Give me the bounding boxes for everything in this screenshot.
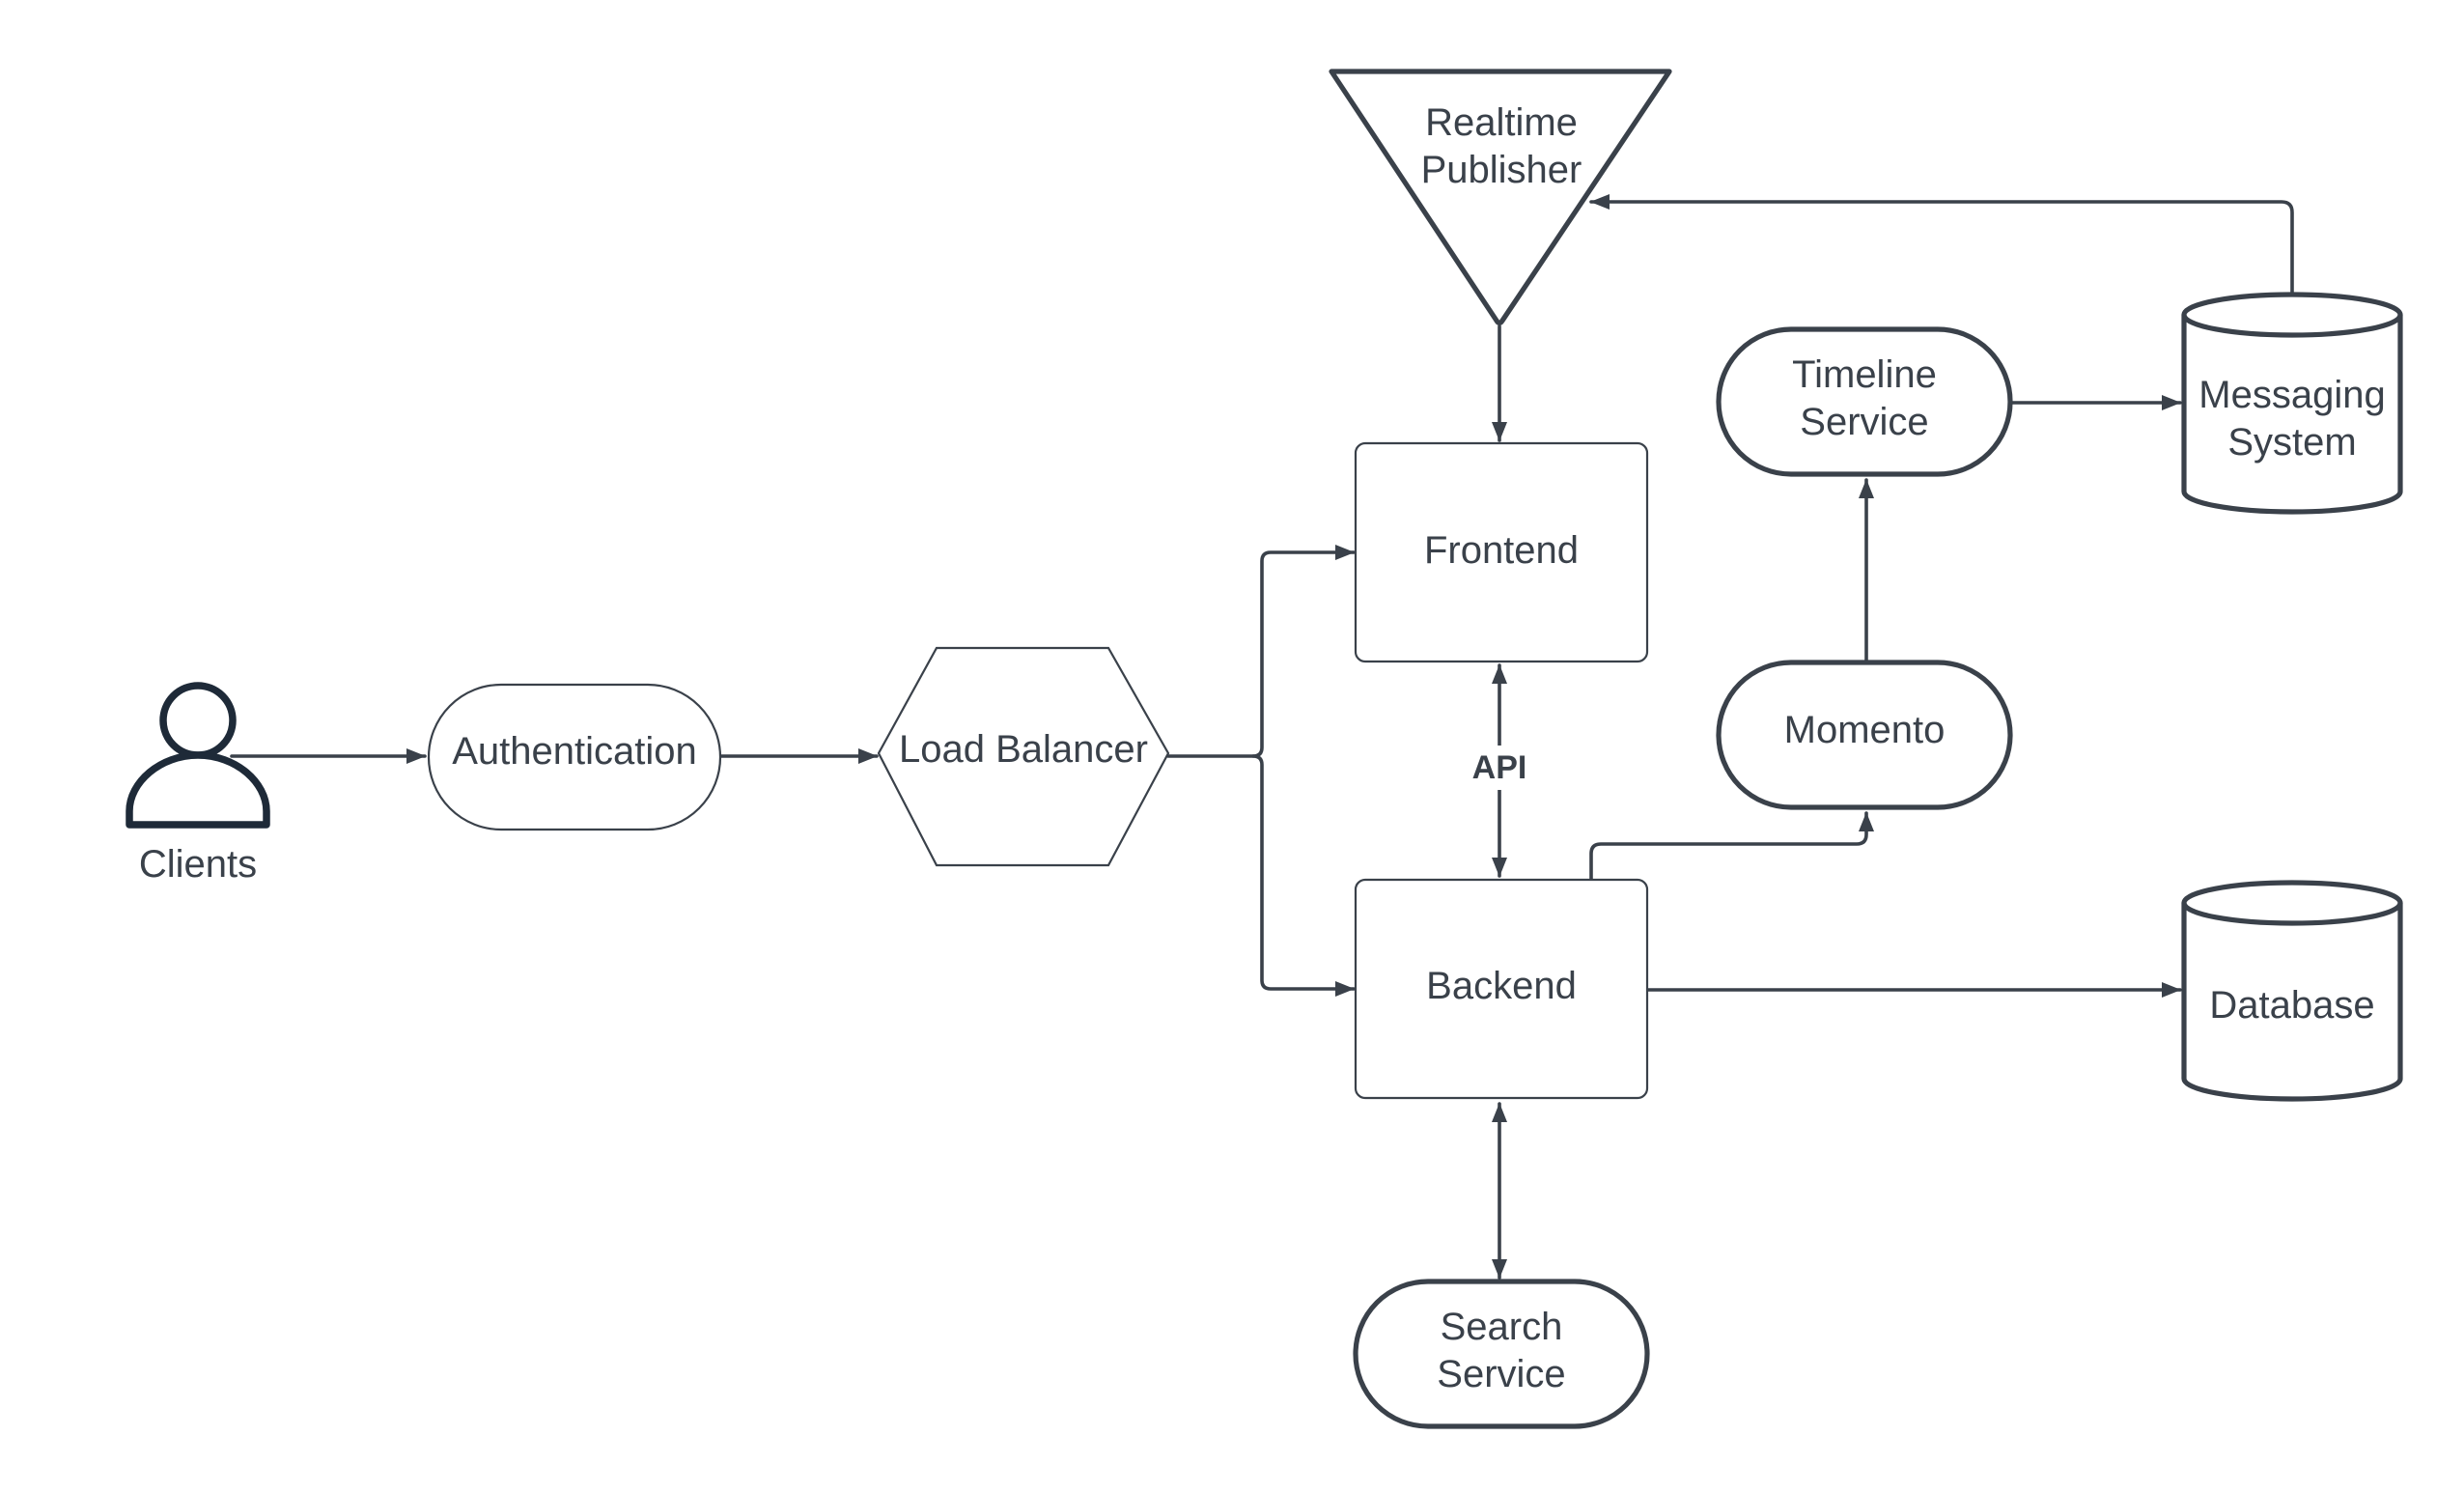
authentication-label: Authentication <box>452 730 697 773</box>
timeline-service-shape <box>1716 326 2013 477</box>
search-service-label-line1: Search <box>1441 1306 1563 1348</box>
database-rim <box>2181 900 2403 926</box>
node-authentication[interactable]: Authentication <box>427 683 722 831</box>
node-clients[interactable]: Clients <box>126 682 270 886</box>
api-edge-label: API <box>1472 749 1527 786</box>
authentication-shape <box>427 683 722 831</box>
database-label: Database <box>2209 984 2374 1027</box>
edges: API <box>230 194 2294 1280</box>
api-label-backdrop <box>1466 746 1533 790</box>
momento-shape <box>1716 660 2013 810</box>
node-search-service[interactable]: Search Service <box>1353 1279 1650 1429</box>
edge-backend-to-momento <box>1589 811 1874 881</box>
search-service-shape <box>1353 1279 1650 1429</box>
node-backend[interactable]: Backend <box>1354 878 1649 1100</box>
node-realtime-publisher[interactable]: Realtime Publisher <box>1329 69 1672 326</box>
search-service-label-line2: Service <box>1437 1353 1565 1395</box>
messaging-system-rim <box>2181 312 2403 338</box>
node-database[interactable]: Database <box>2181 880 2403 1102</box>
messaging-system-label-line2: System <box>2227 421 2356 464</box>
node-timeline-service[interactable]: Timeline Service <box>1716 326 2013 477</box>
backend-shape <box>1354 878 1649 1100</box>
realtime-publisher-shape <box>1329 69 1672 326</box>
database-shape <box>2181 880 2403 1102</box>
clients-label: Clients <box>139 843 257 886</box>
backend-label: Backend <box>1426 965 1577 1007</box>
realtime-publisher-label-line1: Realtime <box>1425 101 1578 144</box>
node-messaging-system[interactable]: Messaging System <box>2181 292 2403 515</box>
node-load-balancer[interactable]: Load Balancer <box>877 646 1170 867</box>
realtime-publisher-label-line2: Publisher <box>1421 149 1582 191</box>
frontend-label: Frontend <box>1424 529 1579 572</box>
node-momento[interactable]: Momento <box>1716 660 2013 810</box>
edge-load-balancer-to-frontend <box>1166 545 1356 758</box>
timeline-service-label-line1: Timeline <box>1792 353 1937 396</box>
load-balancer-label: Load Balancer <box>899 728 1148 771</box>
messaging-system-label-line1: Messaging <box>2198 374 2385 416</box>
momento-label: Momento <box>1784 709 1946 751</box>
timeline-service-label-line2: Service <box>1800 401 1928 443</box>
node-frontend[interactable]: Frontend <box>1354 441 1649 663</box>
load-balancer-shape <box>877 646 1170 867</box>
edge-load-balancer-to-backend <box>1251 754 1356 997</box>
person-icon <box>126 682 270 829</box>
frontend-shape <box>1354 441 1649 663</box>
messaging-system-shape <box>2181 292 2403 515</box>
edge-messaging-system-to-realtime-publisher <box>1589 194 2294 295</box>
